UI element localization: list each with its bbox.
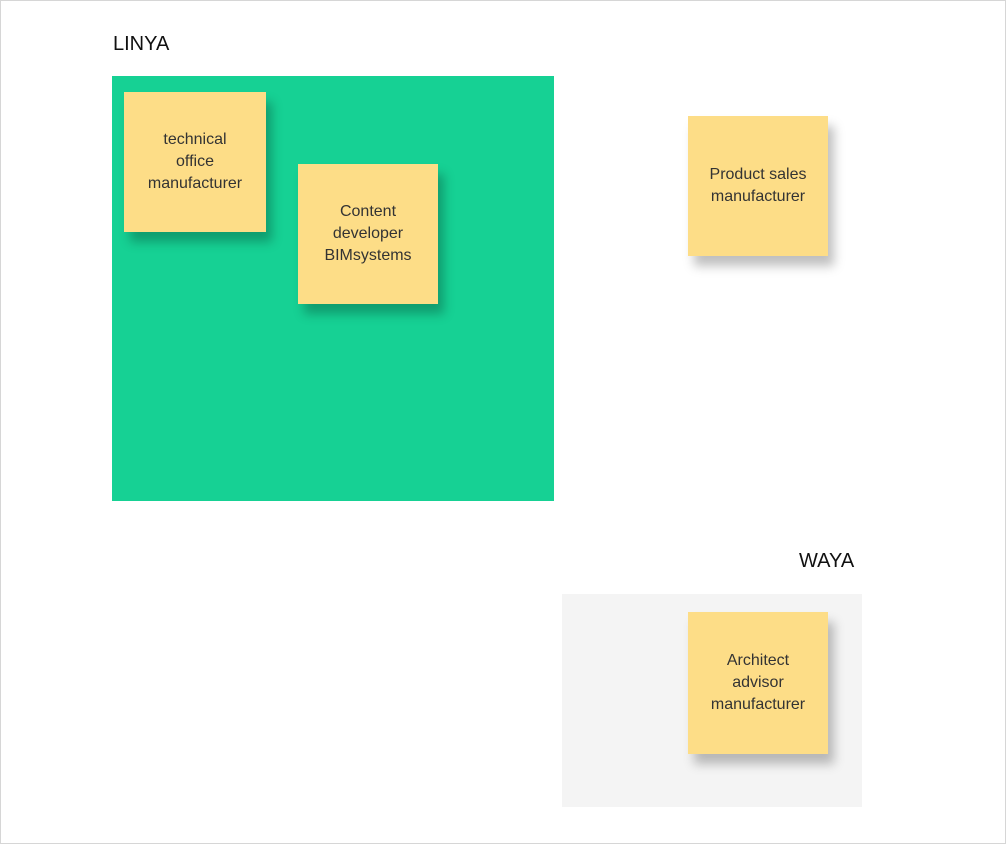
sticky-note[interactable]: Architect advisor manufacturer bbox=[688, 612, 828, 754]
zone-label-linya: LINYA bbox=[113, 33, 170, 55]
sticky-note[interactable]: Product sales manufacturer bbox=[688, 116, 828, 256]
sticky-note[interactable]: Content developer BIMsystems bbox=[298, 164, 438, 304]
zone-label-waya: WAYA bbox=[799, 550, 855, 572]
sticky-note[interactable]: technical office manufacturer bbox=[124, 92, 266, 232]
